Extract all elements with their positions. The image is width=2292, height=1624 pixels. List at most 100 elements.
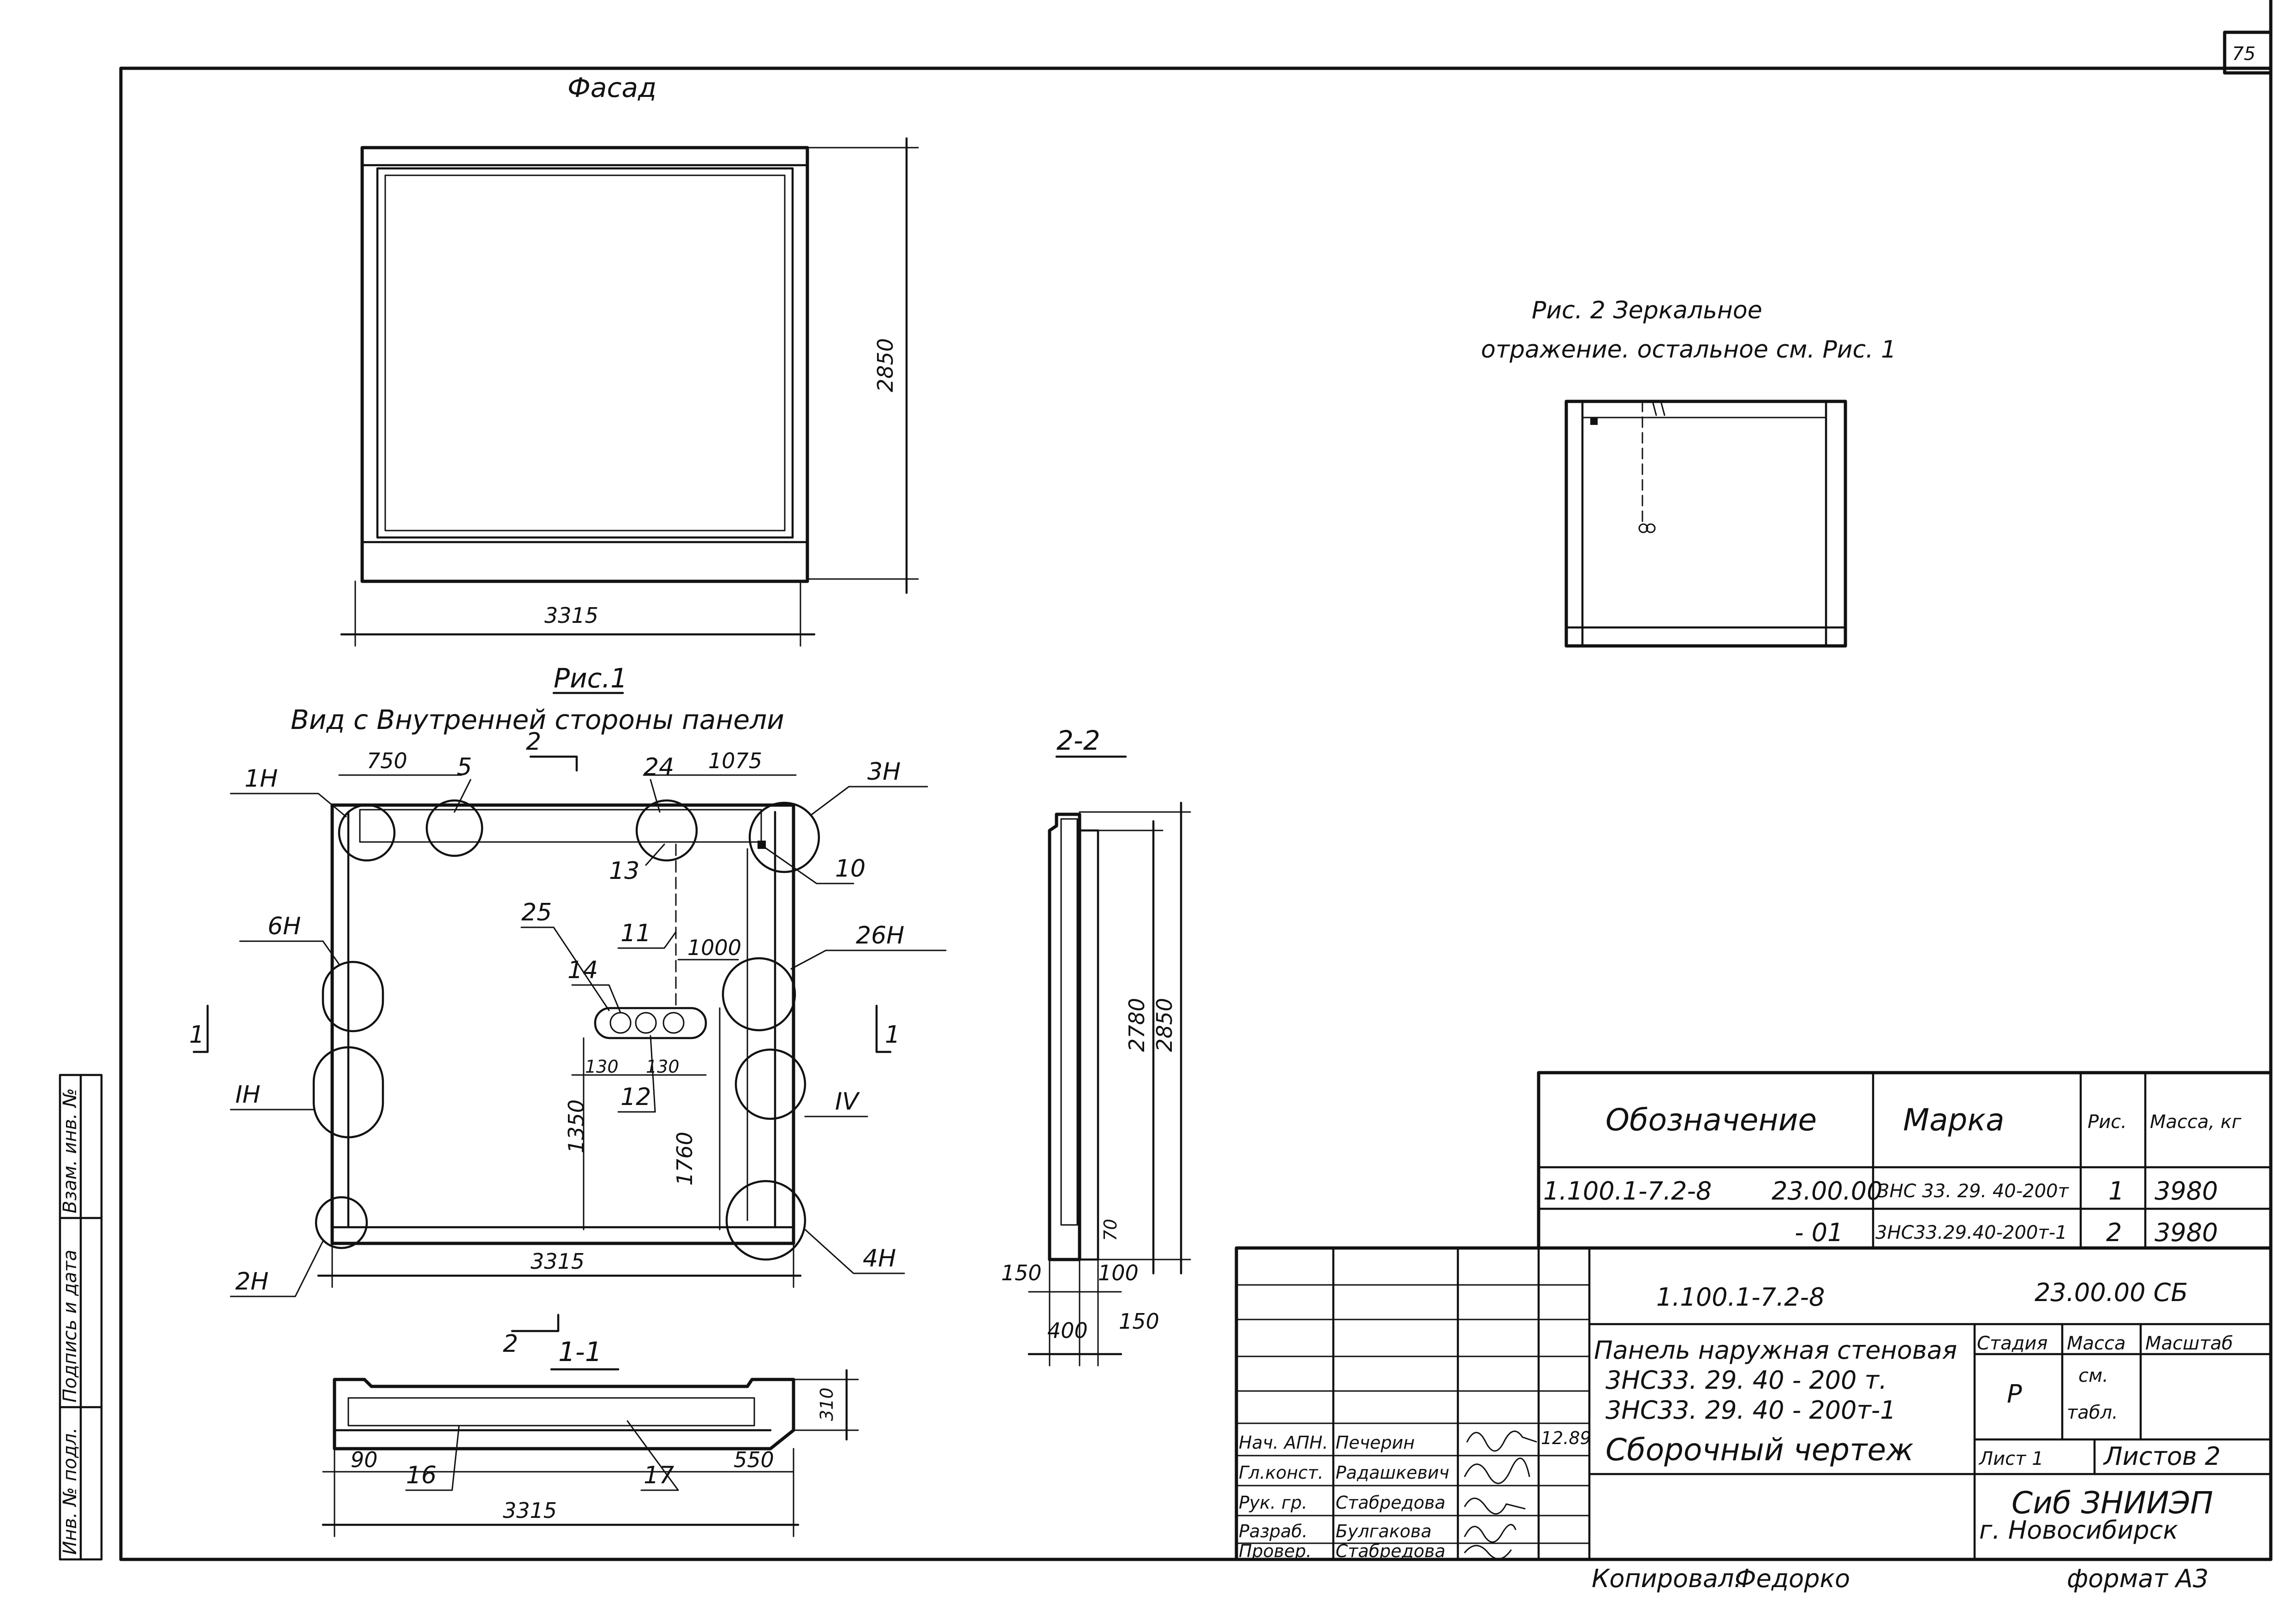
copied-signature: Федорко [1735,1564,1850,1593]
facade-title: Фасад [567,72,657,103]
tb-title-line1: Панель наружная стеновая [1594,1336,1957,1365]
section-mark-left: 1 [189,1021,204,1049]
section-2-2-dim-150b: 150 [1119,1309,1159,1334]
spec-row2-code: - 01 [1795,1218,1843,1247]
tb-date: 12.89 [1541,1428,1591,1448]
spec-row2-mark: 3НС33.29.40-200т-1 [1875,1222,2067,1243]
callout-1H: 1Н [245,765,278,793]
tb-staff-name-0: Печерин [1336,1433,1415,1453]
tb-sheets-label: Листов 2 [2103,1442,2220,1471]
spec-header-fig: Рис. [2088,1111,2127,1133]
spec-row1-fig: 1 [2108,1176,2124,1206]
tb-stage-value: Р [2007,1379,2022,1409]
tb-scale-header: Масштаб [2145,1333,2233,1354]
section-2-2-dim-2850: 2850 [1152,998,1177,1052]
title-block: 1.100.1-7.2-8 23.00.00 СБ Панель наружна… [1235,1246,2273,1561]
callout-IH: IН [235,1081,260,1109]
fig1-dim-1760: 1760 [672,1132,697,1186]
fig1-subtitle: Вид с Внутренней стороны панели [291,704,784,735]
section-1-1-dim-90: 90 [351,1447,378,1472]
section-2-2-title: 2-2 [1056,725,1100,756]
facade-height-dim: 2850 [873,338,898,392]
section-2-2: 2-2 2780 2850 70 150 100 400 150 [1001,725,1191,1367]
spec-row1-designation: 1.100.1-7.2-8 [1543,1176,1712,1206]
tb-staff-role-3: Разраб. [1239,1521,1307,1541]
tb-staff-name-2: Стабредова [1336,1493,1445,1513]
sheet-frame: 75 [119,0,2273,1561]
fig1-caption: Рис.1 [554,663,627,694]
fig1-dim-130a: 130 [585,1057,619,1077]
callout-3H: 3Н [867,758,901,786]
tb-staff-role-0: Нач. АПН. [1239,1433,1328,1453]
tb-staff-name-3: Булгакова [1336,1521,1432,1541]
section-1-1-dim-3315: 3315 [503,1498,557,1523]
tb-org-line2: г. Новосибирск [1979,1516,2178,1545]
section-mark-bottom: 2 [503,1330,518,1358]
callout-14: 14 [567,956,598,984]
spec-row1-code: 23.00.00 [1772,1176,1882,1206]
tb-doc-code: 23.00.00 СБ [2035,1278,2188,1307]
section-2-2-dim-2780: 2780 [1124,998,1149,1052]
tb-stage-header: Стадия [1977,1333,2047,1354]
spec-table: Обозначение Марка Рис. Масса, кг 1.100.1… [1537,1071,2273,1250]
fig1-dim-1350: 1350 [564,1099,589,1153]
facade-width-dim: 3315 [544,603,598,628]
callout-26H: 26Н [856,922,904,949]
side-stamp-sign-label: Подпись и дата [60,1250,81,1403]
spec-row1-mass: 3980 [2155,1176,2218,1206]
callout-24: 24 [644,753,674,781]
section-1-1-dim-550: 550 [734,1447,774,1472]
side-stamp: Взам. инв. № Подпись и дата Инв. № подл. [59,1074,103,1561]
callout-13: 13 [609,857,639,885]
footer: Копировал: Федорко формат А3 [1592,1564,2208,1593]
spec-row1-mark: 3НС 33. 29. 40-200т [1878,1181,2070,1202]
fig2-caption-line1: Рис. 2 Зеркальное [1532,297,1762,324]
callout-16: 16 [406,1462,436,1489]
side-stamp-swap-label: Взам. инв. № [60,1088,81,1213]
section-2-2-dim-150a: 150 [1001,1260,1042,1285]
fig1-dim-750: 750 [367,748,407,773]
tb-title-line3: 3НС33. 29. 40 - 200т-1 [1606,1396,1896,1425]
section-mark-top: 2 [526,728,541,756]
callout-6H: 6Н [268,913,301,940]
fig1-dim-1075: 1075 [708,748,762,773]
tb-staff-name-4: Стабредова [1336,1541,1445,1561]
tb-doc-number: 1.100.1-7.2-8 [1656,1283,1825,1312]
callout-5: 5 [457,753,472,781]
section-2-2-dim-70: 70 [1100,1219,1121,1241]
section-2-2-dim-400: 400 [1047,1318,1088,1343]
page-number: 75 [2232,43,2256,65]
spec-header-mass: Масса, кг [2150,1111,2242,1133]
tb-sheet-label: Лист 1 [1978,1448,2044,1469]
callout-4H: 4Н [863,1245,896,1272]
callout-17: 17 [644,1462,674,1489]
fig1-dim-3315: 3315 [531,1249,585,1274]
section-mark-right: 1 [885,1021,900,1049]
tb-mass-value-line2: табл. [2067,1402,2118,1423]
callout-IV: IV [835,1088,860,1116]
spec-row2-mass: 3980 [2155,1218,2218,1247]
side-stamp-inv-label: Инв. № подл. [60,1427,81,1555]
tb-mass-header: Масса [2067,1333,2126,1354]
format-label: формат А3 [2067,1564,2208,1593]
tb-staff-role-2: Рук. гр. [1239,1493,1307,1513]
callout-25: 25 [521,899,552,926]
tb-title-line4: Сборочный чертеж [1606,1432,1914,1468]
copied-label: Копировал: [1592,1564,1743,1593]
tb-mass-value-line1: см. [2078,1365,2108,1386]
section-2-2-dim-100: 100 [1098,1260,1139,1285]
tb-staff-role-1: Гл.конст. [1239,1463,1324,1483]
section-1-1-title: 1-1 [558,1336,602,1367]
callout-2H: 2Н [235,1268,269,1296]
fig1-dim-130b: 130 [646,1057,680,1077]
fig2-caption-line2: отражение. остальное см. Рис. 1 [1481,336,1896,364]
tb-staff-role-4: Провер. [1239,1541,1312,1561]
fig2-view: Рис. 2 Зеркальное отражение. остальное с… [1481,297,1896,648]
spec-header-mark: Марка [1903,1102,2005,1138]
tb-staff-name-1: Радашкевич [1336,1463,1449,1483]
tb-title-line2: 3НС33. 29. 40 - 200 т. [1606,1366,1887,1395]
section-1-1-dim-310: 310 [817,1387,837,1421]
spec-row2-fig: 2 [2106,1218,2122,1247]
fig1-view: Рис.1 Вид с Внутренней стороны панели [189,663,947,1358]
